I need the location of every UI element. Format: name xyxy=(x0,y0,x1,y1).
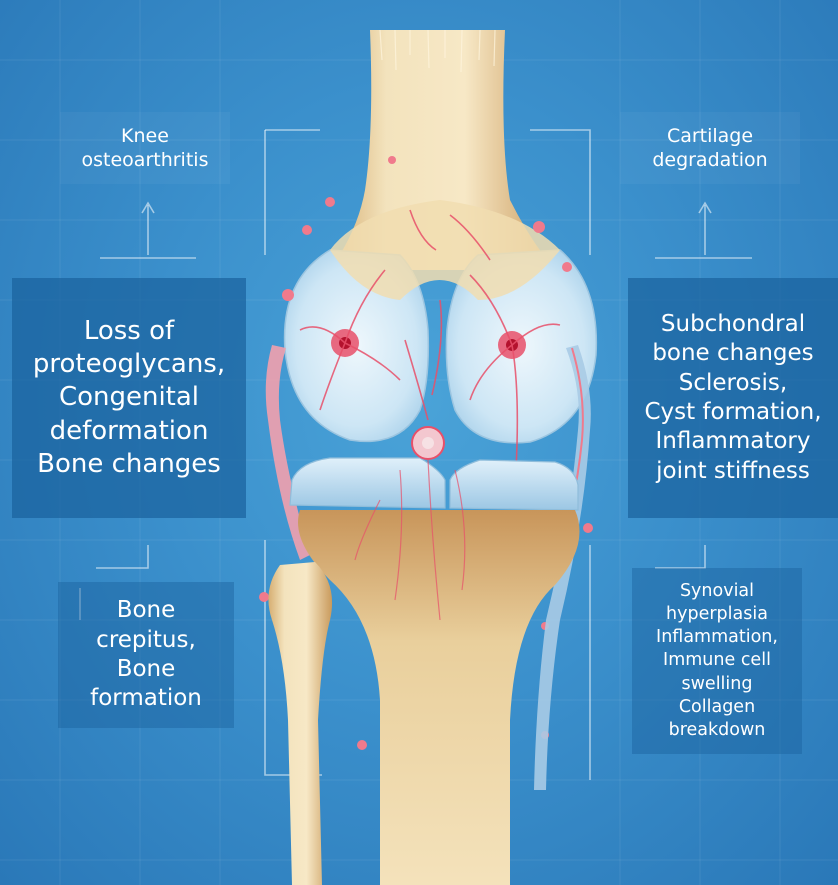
label-synovial-hyperplasia: Synovial hyperplasia Inflammation, Immun… xyxy=(632,568,802,754)
label-cartilage-degradation: Cartilage degradation xyxy=(620,112,800,184)
label-knee-osteoarthritis-text: Knee osteoarthritis xyxy=(82,124,209,173)
label-bone-crepitus-text: Bone crepitus, Bone formation xyxy=(90,596,202,714)
label-subchondral-bone-changes: Subchondral bone changes Sclerosis, Cyst… xyxy=(628,278,838,518)
label-synovial-hyperplasia-text: Synovial hyperplasia Inflammation, Immun… xyxy=(656,580,778,742)
label-loss-of-proteoglycans: Loss of proteoglycans, Congenital deform… xyxy=(12,278,246,518)
label-bone-crepitus: Bone crepitus, Bone formation xyxy=(58,582,234,728)
label-loss-of-proteoglycans-text: Loss of proteoglycans, Congenital deform… xyxy=(33,315,225,481)
label-cartilage-degradation-text: Cartilage degradation xyxy=(652,124,767,173)
label-knee-osteoarthritis: Knee osteoarthritis xyxy=(60,112,230,184)
label-subchondral-bone-changes-text: Subchondral bone changes Sclerosis, Cyst… xyxy=(644,310,821,487)
